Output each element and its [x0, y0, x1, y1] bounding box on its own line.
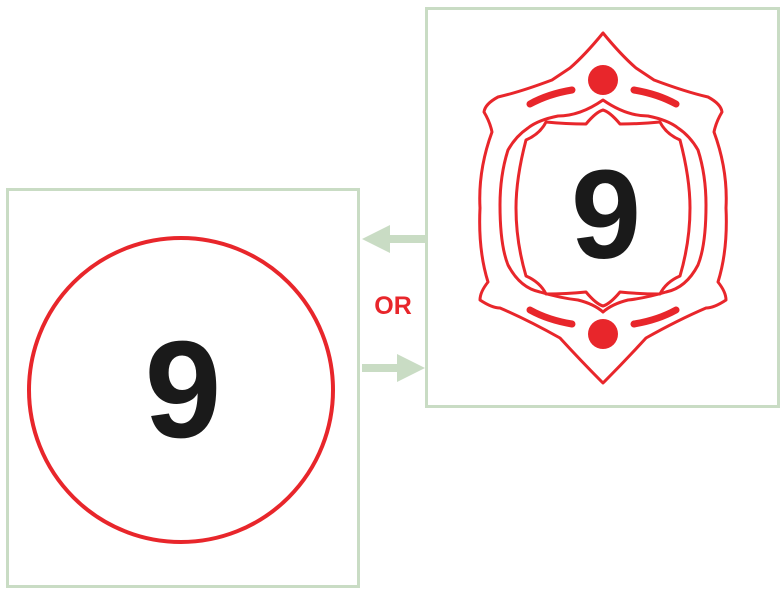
- left-option-panel: [6, 188, 360, 588]
- left-number-label: 9: [144, 313, 222, 467]
- ornate-frame-marker-icon: [478, 31, 728, 385]
- or-label: OR: [374, 292, 412, 320]
- right-number-label: 9: [570, 144, 642, 285]
- arrow-left-icon: [362, 225, 425, 253]
- ornate-frame-accents: [526, 86, 680, 328]
- bottom-dot-icon: [588, 319, 618, 349]
- arrow-right-icon: [362, 354, 425, 382]
- circle-marker-icon: [27, 236, 335, 544]
- top-dot-icon: [588, 65, 618, 95]
